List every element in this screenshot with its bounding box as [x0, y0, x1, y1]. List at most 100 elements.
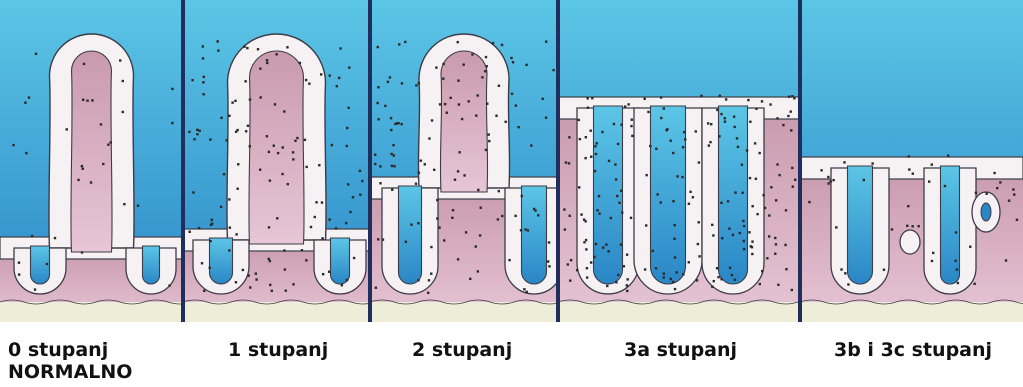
- lymphocyte-dot: [346, 279, 348, 281]
- lymphocyte-dot: [891, 228, 893, 230]
- lymphocyte-dot: [328, 218, 330, 220]
- lymphocyte-dot: [1013, 193, 1015, 195]
- lymphocyte-dot: [216, 40, 218, 42]
- lymphocyte-dot: [594, 170, 596, 172]
- crypt-lumen: [522, 186, 547, 284]
- lymphocyte-dot: [168, 284, 170, 286]
- lymphocyte-dot: [790, 129, 792, 131]
- lymphocyte-dot: [259, 96, 261, 98]
- lymphocyte-dot: [275, 53, 277, 55]
- lymphocyte-dot: [908, 168, 910, 170]
- lymphocyte-dot: [471, 53, 473, 55]
- lymphocyte-dot: [751, 246, 753, 248]
- lymphocyte-dot: [361, 180, 363, 182]
- lymphocyte-dot: [956, 268, 958, 270]
- lymphocyte-dot: [391, 189, 393, 191]
- submucosa-layer: [800, 302, 1023, 322]
- lymphocyte-dot: [511, 93, 513, 95]
- lymphocyte-dot: [720, 113, 722, 115]
- lymphocyte-dot: [755, 108, 757, 110]
- stage-label-3: 3a stupanj: [624, 339, 737, 361]
- lymphocyte-dot: [883, 269, 885, 271]
- lymphocyte-dot: [100, 123, 102, 125]
- lymphocyte-dot: [18, 261, 20, 263]
- lymphocyte-dot: [353, 257, 355, 259]
- lymphocyte-dot: [377, 118, 379, 120]
- lymphocyte-dot: [973, 283, 975, 285]
- lymphocyte-dot: [569, 215, 571, 217]
- lymphocyte-dot: [379, 165, 381, 167]
- lymphocyte-dot: [761, 270, 763, 272]
- lymphocyte-dot: [12, 144, 14, 146]
- lymphocyte-dot: [676, 175, 678, 177]
- submucosa-layer: [183, 302, 370, 322]
- lymphocyte-dot: [359, 170, 361, 172]
- lymphocyte-dot: [477, 270, 479, 272]
- lymphocyte-dot: [527, 229, 529, 231]
- lymphocyte-dot: [734, 278, 736, 280]
- lymphocyte-dot: [235, 233, 237, 235]
- lymphocyte-dot: [305, 79, 307, 81]
- lymphocyte-dot: [656, 193, 658, 195]
- lymphocyte-dot: [774, 253, 776, 255]
- lymphocyte-dot: [751, 253, 753, 255]
- lymphocyte-dot: [594, 145, 596, 147]
- lymphocyte-dot: [35, 53, 37, 55]
- lymphocyte-dot: [277, 152, 279, 154]
- lymphocyte-dot: [481, 76, 483, 78]
- lymphocyte-dot: [348, 66, 350, 68]
- lymphocyte-dot: [110, 141, 112, 143]
- lymphocyte-dot: [727, 200, 729, 202]
- lymphocyte-dot: [770, 186, 772, 188]
- lymphocyte-dot: [458, 151, 460, 153]
- lymphocyte-dot: [695, 130, 697, 132]
- lymphocyte-dot: [996, 187, 998, 189]
- lymphocyte-dot: [331, 144, 333, 146]
- lymphocyte-dot: [596, 209, 598, 211]
- lymphocyte-dot: [710, 123, 712, 125]
- lymphocyte-dot: [620, 190, 622, 192]
- lymphocyte-dot: [479, 234, 481, 236]
- panel-divider: [798, 0, 802, 322]
- villus-core: [71, 51, 112, 252]
- lymphocyte-dot: [122, 80, 124, 82]
- lymphocyte-dot: [504, 121, 506, 123]
- lymphocyte-dot: [545, 40, 547, 42]
- lymphocyte-dot: [458, 103, 460, 105]
- lymphocyte-dot: [907, 205, 909, 207]
- lymphocyte-dot: [475, 245, 477, 247]
- lymphocyte-dot: [716, 267, 718, 269]
- crypt-lumen: [210, 238, 233, 284]
- lymphocyte-dot: [424, 163, 426, 165]
- lymphocyte-dot: [442, 77, 444, 79]
- stage-3-label: 3a stupanj: [624, 339, 737, 361]
- lymphocyte-dot: [405, 241, 407, 243]
- stage-label-4: 3b i 3c stupanj: [834, 339, 992, 361]
- lymphocyte-dot: [626, 290, 628, 292]
- lymphocyte-dot: [31, 235, 33, 237]
- lymphocyte-dot: [501, 44, 503, 46]
- lymphocyte-dot: [627, 103, 629, 105]
- lymphocyte-dot: [1005, 259, 1007, 261]
- lymphocyte-dot: [775, 243, 777, 245]
- lymphocyte-dot: [747, 99, 749, 101]
- villus-core: [440, 51, 487, 192]
- crypt-lumen: [719, 106, 748, 284]
- lymphocyte-dot: [688, 261, 690, 263]
- lymphocyte-dot: [301, 249, 303, 251]
- lymphocyte-dot: [487, 133, 489, 135]
- lymphocyte-dot: [523, 288, 525, 290]
- lymphocyte-dot: [314, 216, 316, 218]
- lymphocyte-dot: [235, 281, 237, 283]
- lymphocyte-dot: [675, 271, 677, 273]
- lymphocyte-dot: [545, 117, 547, 119]
- lymphocyte-dot: [196, 129, 198, 131]
- lymphocyte-dot: [580, 213, 582, 215]
- lymphocyte-dot: [547, 260, 549, 262]
- lymphocyte-dot: [630, 125, 632, 127]
- lymphocyte-dot: [674, 288, 676, 290]
- lymphocyte-dot: [255, 278, 257, 280]
- lymphocyte-dot: [820, 169, 822, 171]
- lymphocyte-dot: [81, 165, 83, 167]
- lymphocyte-dot: [46, 263, 48, 265]
